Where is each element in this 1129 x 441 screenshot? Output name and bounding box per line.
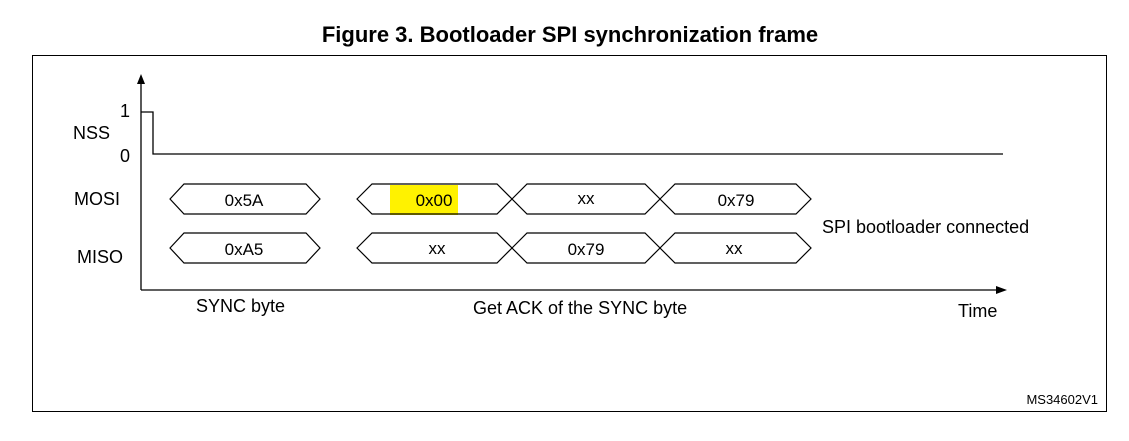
figure-frame — [32, 55, 1107, 412]
time-axis-label: Time — [958, 301, 997, 321]
miso-cell-0xa5 — [169, 232, 321, 264]
figure-reference: MS34602V1 — [1026, 392, 1098, 407]
connected-label: SPI bootloader connected — [822, 217, 1029, 237]
nss-label: NSS — [73, 123, 110, 143]
highlight-0x00 — [390, 185, 458, 215]
miso-byte-3: xx — [726, 239, 744, 258]
mosi-row — [169, 183, 812, 215]
miso-byte-2: 0x79 — [568, 240, 605, 259]
miso-byte-1: xx — [429, 239, 447, 258]
mosi-label: MOSI — [74, 189, 120, 209]
nss-waveform — [141, 111, 1003, 155]
nss-high-label: 1 — [120, 101, 130, 121]
mosi-cell-0x5a — [169, 183, 321, 215]
y-axis-arrow — [137, 74, 145, 84]
time-axis-arrow — [996, 286, 1007, 294]
mosi-byte-1: 0x00 — [416, 191, 453, 210]
mosi-byte-2: xx — [578, 189, 596, 208]
mosi-byte-0: 0x5A — [225, 191, 264, 210]
mosi-byte-3: 0x79 — [718, 191, 755, 210]
miso-byte-0: 0xA5 — [225, 240, 264, 259]
get-ack-label: Get ACK of the SYNC byte — [473, 298, 687, 318]
miso-cell-xx-2 — [659, 232, 812, 264]
nss-low-label: 0 — [120, 146, 130, 166]
mosi-cell-0x79 — [659, 183, 812, 215]
figure-title: Figure 3. Bootloader SPI synchronization… — [321, 22, 819, 47]
miso-label: MISO — [77, 247, 123, 267]
miso-row — [169, 232, 812, 264]
sync-byte-label: SYNC byte — [196, 296, 285, 316]
